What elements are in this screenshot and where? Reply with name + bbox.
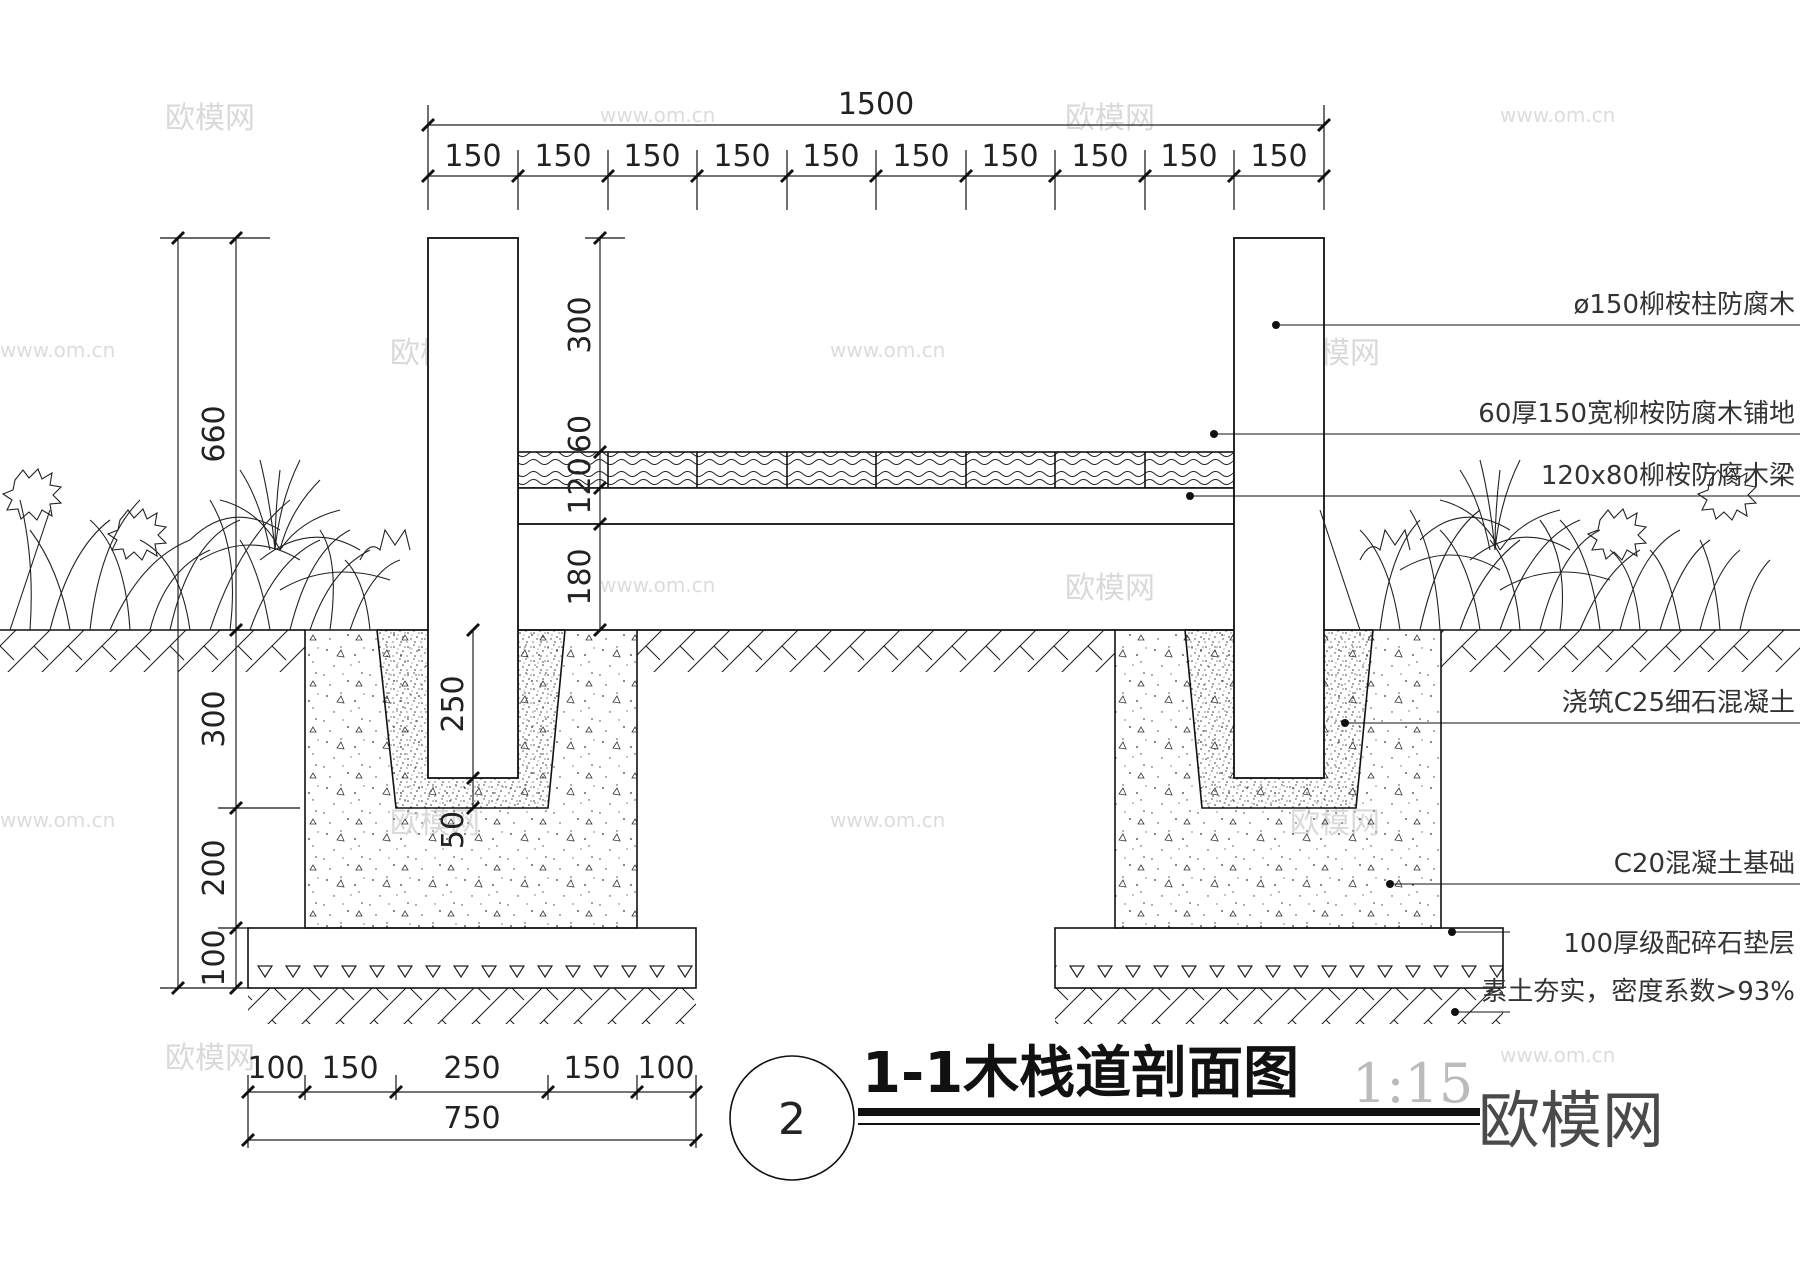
watermark-url: www.om.cn [1500,1043,1615,1067]
dim-left-segment: 300 [197,690,232,747]
dim-bottom-segment: 100 [637,1051,694,1086]
watermark: 欧模网 [1065,571,1155,606]
dim-bottom-segment: 150 [321,1051,378,1086]
dim-top-segment: 150 [802,139,859,174]
watermark-url: www.om.cn [600,103,715,127]
dim-bottom-total: 750 [443,1101,500,1136]
watermarks: 欧模网 欧模网 欧模网 欧模网 欧模网 欧模网 欧模网 欧模网 www.om.c… [0,101,1615,1076]
callout-beam: 120x80柳桉防腐木梁 [1541,461,1795,491]
callout-gravel: 100厚级配碎石垫层 [1563,929,1795,959]
watermark-url: www.om.cn [0,338,115,362]
drawing-title: 1-1木栈道剖面图 [862,1041,1299,1106]
dim-top-segment: 150 [534,139,591,174]
watermark: 欧模网 [165,101,255,136]
top-dimensions: 1500 150 150 150 150 150 150 150 150 150… [420,87,1332,210]
dim-bottom-segment: 150 [563,1051,620,1086]
dim-embed-bottom: 50 [436,811,471,849]
watermark-url: www.om.cn [830,338,945,362]
gravel-cushion-right [1054,927,1504,989]
bottom-dimensions: 100 150 250 150 100 750 [240,1051,704,1148]
wood-post-right [1233,237,1325,779]
section-number: 2 [778,1094,806,1145]
callout-soil: 素土夯实，密度系数>93% [1481,977,1795,1007]
drawing-scale: 1:15 [1352,1052,1473,1115]
dim-post-segment: 120 [563,457,598,514]
dim-top-segment: 150 [713,139,770,174]
dim-top-total: 1500 [838,87,914,122]
dim-post-segment: 60 [563,415,598,453]
callout-concrete-foundation: C20混凝土基础 [1614,849,1795,879]
dim-left-segment: 100 [197,929,232,986]
dim-post-segment: 180 [563,548,598,605]
dim-top-segment: 150 [1071,139,1128,174]
dim-bottom-segment: 250 [443,1051,500,1086]
watermark-url: www.om.cn [0,808,115,832]
dim-top-segment: 150 [1160,139,1217,174]
dim-top-segment: 150 [444,139,501,174]
gravel-cushion-left [247,927,697,989]
plants-left [1,459,411,631]
dim-embed-depth: 250 [436,675,471,732]
title-block: 2 1-1木栈道剖面图 1:15 欧模网 [729,1041,1664,1181]
callout-deck-boards: 60厚150宽柳桉防腐木铺地 [1478,399,1795,429]
plants-right [1319,459,1771,631]
dim-bottom-segment: 100 [247,1051,304,1086]
left-dimensions: 660 300 200 100 [160,230,305,996]
watermark: 欧模网 [165,1041,255,1076]
dim-post-segment: 300 [563,296,598,353]
dim-top-segment: 150 [892,139,949,174]
brand-watermark: 欧模网 [1478,1084,1664,1157]
beam [517,487,1235,525]
callout-post: ø150柳桉柱防腐木 [1573,290,1795,320]
deck-structure [427,237,1325,779]
dim-left-total: 660 [197,405,232,462]
ground-hatch [0,629,1800,1024]
callouts: ø150柳桉柱防腐木 60厚150宽柳桉防腐木铺地 120x80柳桉防腐木梁 浇… [1186,290,1800,1016]
watermark-url: www.om.cn [830,808,945,832]
section-bubble [729,1055,855,1181]
dim-top-segment: 150 [1250,139,1307,174]
watermark-url: www.om.cn [600,573,715,597]
post-dimensions: 300 60 120 180 250 50 [436,230,625,849]
watermark: 欧模网 [1065,101,1155,136]
callout-fine-concrete: 浇筑C25细石混凝土 [1562,688,1795,718]
dim-left-segment: 200 [197,839,232,896]
dim-top-segment: 150 [981,139,1038,174]
dim-top-segment: 150 [623,139,680,174]
watermark-url: www.om.cn [1500,103,1615,127]
